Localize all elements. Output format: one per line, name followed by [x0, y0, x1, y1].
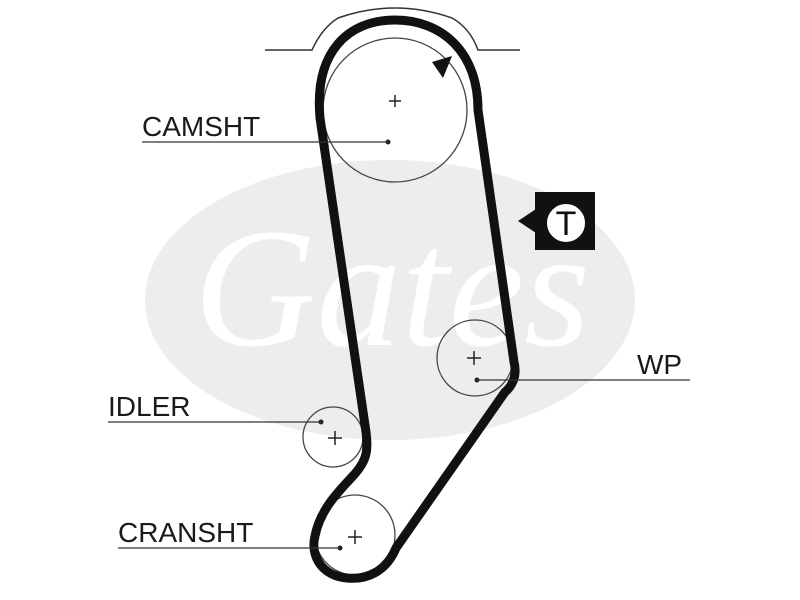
watermark-text: Gates: [194, 194, 591, 382]
engine-cover-outline: [265, 7, 520, 51]
camshaft-center-mark: [389, 95, 401, 107]
tensioner-letter: T: [556, 205, 577, 243]
crankshaft-center-mark: [348, 530, 362, 544]
idler-center-mark: [328, 431, 342, 445]
tensioner-icon: T: [518, 192, 595, 250]
tensioner-pointer: [518, 209, 536, 233]
crankshaft-label: CRANSHT: [118, 517, 253, 548]
timing-belt: [309, 15, 520, 583]
idler-label: IDLER: [108, 391, 190, 422]
tensioner-circle: [545, 202, 587, 244]
water-pump-label: WP: [637, 349, 682, 380]
rotation-arrow-icon: [432, 56, 452, 78]
camshaft-label: CAMSHT: [142, 111, 260, 142]
water-pump-center-mark: [467, 351, 481, 365]
gates-watermark: Gates: [145, 160, 635, 440]
